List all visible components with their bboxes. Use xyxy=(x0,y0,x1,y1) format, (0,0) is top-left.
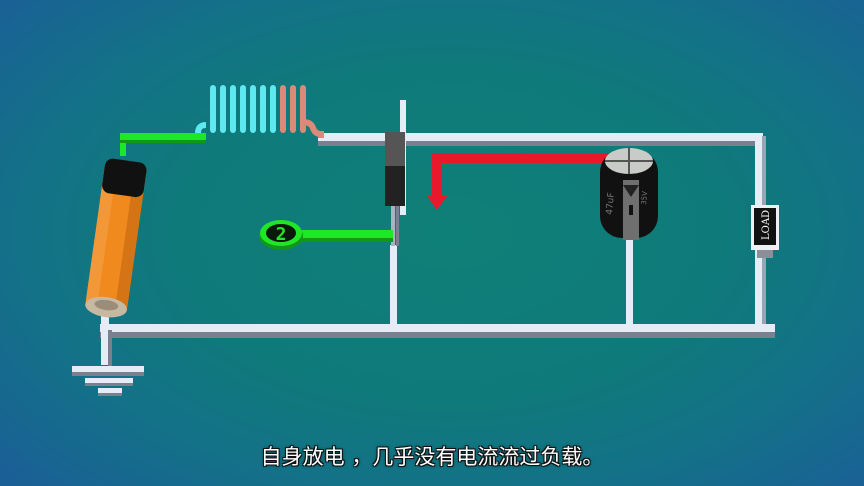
load-label: LOAD xyxy=(761,210,772,240)
gate-driver-icon: 2 xyxy=(259,220,393,250)
capacitor-marking: 47uF xyxy=(605,192,617,215)
capacitor-voltage: 35V xyxy=(640,191,649,206)
mosfet-switch-icon xyxy=(385,100,406,246)
gate-driver-label: 2 xyxy=(276,224,287,245)
inductor-coil-icon xyxy=(195,85,324,138)
capacitor-icon: 47uF 35V xyxy=(600,148,658,240)
battery-icon xyxy=(85,158,147,318)
green-wire-battery xyxy=(120,133,206,156)
current-arrow-icon xyxy=(427,153,610,210)
subtitle-caption: 自身放电 ，几乎没有电流流过负载。 xyxy=(260,445,604,469)
ground-symbol-icon xyxy=(72,366,144,396)
load-icon: LOAD xyxy=(751,205,779,258)
